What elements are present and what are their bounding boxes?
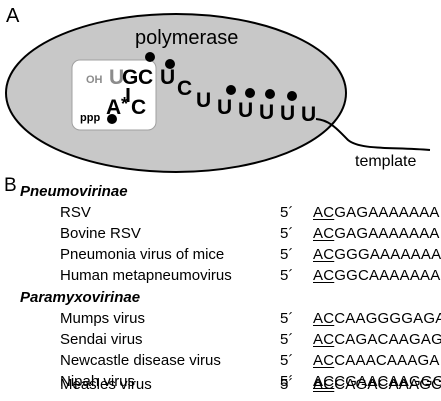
template-dot bbox=[265, 89, 275, 99]
panel-a-label: A bbox=[6, 5, 20, 27]
template-base: U bbox=[301, 103, 316, 126]
sequence-ac: AC bbox=[313, 204, 335, 221]
pair-a: A bbox=[106, 96, 121, 119]
table-row: Bovine RSV 5´ ACGAGAAAAAAA bbox=[0, 225, 441, 246]
sequence-ac: AC bbox=[313, 246, 335, 263]
nascent-g: G bbox=[122, 66, 138, 89]
sequence-ac: AC bbox=[313, 267, 335, 284]
pair-c: C bbox=[131, 96, 146, 119]
template-base: U bbox=[238, 99, 253, 122]
virus-name: Newcastle disease virus bbox=[60, 352, 221, 369]
sequence-rest: GGCAAAAAAA bbox=[334, 267, 441, 284]
sequence-ac: AC bbox=[313, 310, 335, 327]
virus-name: Pneumonia virus of mice bbox=[60, 246, 225, 263]
virus-name: Measles virus bbox=[60, 376, 152, 393]
sequence-rest: CAAACAAAGA bbox=[334, 352, 440, 369]
five-prime: 5´ bbox=[280, 225, 294, 242]
sequence-rest: CAGACAAAGC bbox=[334, 376, 441, 393]
sequence-ac: AC bbox=[313, 373, 335, 390]
sequence-ac: AC bbox=[313, 376, 335, 393]
sequence: ACGGGAAAAAAA bbox=[313, 246, 441, 263]
sequence: ACCGAACAAGGG bbox=[313, 373, 441, 390]
five-prime: 5´ bbox=[280, 267, 294, 284]
sequence: ACGGCAAAAAAA bbox=[313, 267, 440, 284]
five-prime: 5´ bbox=[280, 352, 294, 369]
template-base: U bbox=[160, 66, 175, 89]
table-row: Human metapneumovirus 5´ ACGGCAAAAAAA bbox=[0, 267, 441, 288]
polymerase-ellipse bbox=[5, 13, 347, 173]
phosphate-dot bbox=[145, 52, 155, 62]
template-base: C bbox=[177, 77, 192, 100]
template-dot bbox=[165, 59, 175, 69]
virus-name: Sendai virus bbox=[60, 331, 143, 348]
sequence: ACCAGACAAAGC bbox=[313, 376, 441, 393]
oh-label: OH bbox=[86, 74, 103, 86]
sequence-ac: AC bbox=[313, 352, 335, 369]
table-row: RSV 5´ ACGAGAAAAAAA bbox=[0, 204, 441, 225]
template-base: U bbox=[196, 89, 211, 112]
template-strand bbox=[315, 118, 431, 151]
virus-name: Mumps virus bbox=[60, 310, 146, 327]
five-prime: 5´ bbox=[280, 376, 294, 393]
sequence-rest: CGAACAAGGG bbox=[334, 373, 441, 390]
panel-b-label: B bbox=[4, 175, 17, 196]
five-prime: 5´ bbox=[280, 204, 294, 221]
virus-name: Nipah virus bbox=[60, 373, 136, 390]
five-prime: 5´ bbox=[280, 373, 294, 390]
panel-b: B Pneumovirinae RSV 5´ ACGAGAAAAAAA Bovi… bbox=[0, 175, 441, 401]
sequence-rest: CAAGGGGAGA bbox=[334, 310, 441, 327]
ppp-dot bbox=[107, 114, 117, 124]
virus-name: RSV bbox=[60, 204, 91, 221]
five-prime: 5´ bbox=[280, 331, 294, 348]
sequence: ACGAGAAAAAAA bbox=[313, 225, 440, 242]
sequence-rest: GAGAAAAAAA bbox=[334, 204, 440, 221]
template-base: U bbox=[259, 101, 274, 124]
table-row: Measles virus 5´ ACCAGACAAAGC bbox=[0, 376, 441, 397]
sequence: ACCAAGGGGAGA bbox=[313, 310, 441, 327]
template-label: template bbox=[355, 153, 416, 170]
five-prime: 5´ bbox=[280, 310, 294, 327]
nascent-u: U bbox=[109, 66, 124, 89]
template-base: U bbox=[217, 96, 232, 119]
sequence-rest: CAGACAAGAG bbox=[334, 331, 441, 348]
active-site-box bbox=[71, 59, 157, 131]
virus-name: Bovine RSV bbox=[60, 225, 141, 242]
table-row: Newcastle disease virus 5´ ACCAAACAAAGA bbox=[0, 352, 441, 373]
sequence-ac: AC bbox=[313, 225, 335, 242]
template-dot bbox=[245, 88, 255, 98]
table-row: Pneumonia virus of mice 5´ ACGGGAAAAAAA bbox=[0, 246, 441, 267]
sequence: ACCAGACAAGAG bbox=[313, 331, 441, 348]
panel-a-diagram: A polymerase OH U G C A * C ppp U C U U … bbox=[5, 5, 431, 173]
polymerase-label: polymerase bbox=[135, 27, 238, 49]
sequence-rest: GAGAAAAAAA bbox=[334, 225, 440, 242]
group-title-pneumovirinae: Pneumovirinae bbox=[20, 183, 128, 200]
sequence: ACCAAACAAAGA bbox=[313, 352, 440, 369]
group-title-paramyxovirinae: Paramyxovirinae bbox=[20, 289, 141, 306]
five-prime: 5´ bbox=[280, 246, 294, 263]
template-dot bbox=[287, 91, 297, 101]
table-row: Mumps virus 5´ ACCAAGGGGAGA bbox=[0, 310, 441, 331]
template-base: U bbox=[280, 102, 295, 125]
table-row: Sendai virus 5´ ACCAGACAAGAG bbox=[0, 331, 441, 352]
template-dot bbox=[226, 85, 236, 95]
sequence: ACGAGAAAAAAA bbox=[313, 204, 440, 221]
ppp-label: ppp bbox=[80, 112, 100, 124]
table-row: Nipah virus 5´ ACCGAACAAGGG bbox=[0, 373, 441, 394]
virus-name: Human metapneumovirus bbox=[60, 267, 232, 284]
sequence-ac: AC bbox=[313, 331, 335, 348]
nascent-c: C bbox=[138, 66, 153, 89]
pair-star: * bbox=[121, 94, 128, 114]
sequence-rest: GGGAAAAAAA bbox=[334, 246, 441, 263]
